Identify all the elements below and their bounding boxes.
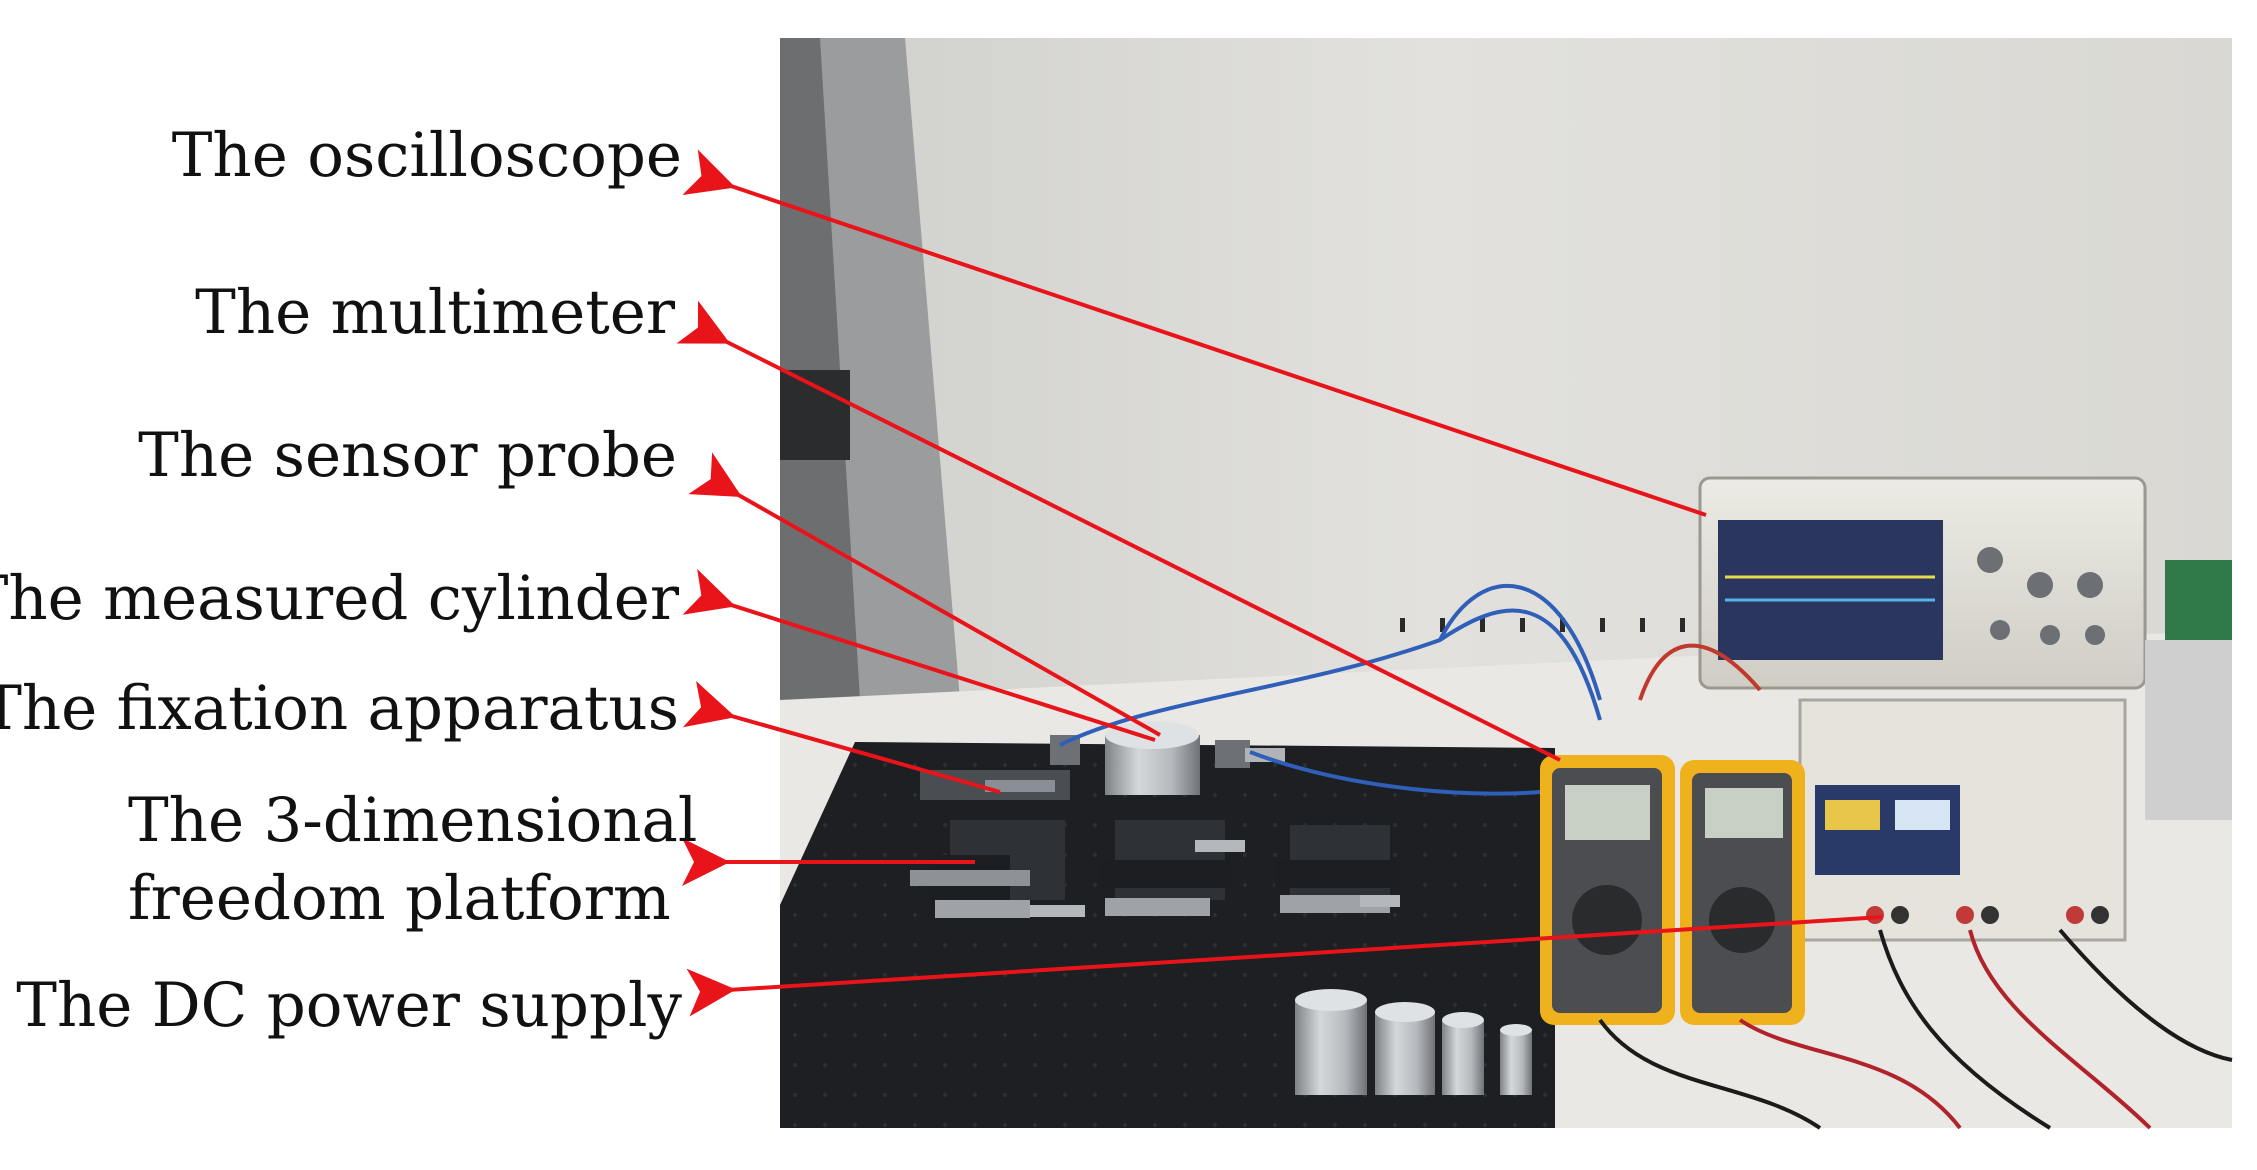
arrow-multimeter <box>676 300 1561 762</box>
oscilloscope-device <box>1698 476 2147 690</box>
optical-breadboard <box>780 742 1555 1128</box>
spare-cylinders <box>1295 989 1532 1095</box>
label-measured-cylinder: The measured cylinder <box>0 563 679 634</box>
label-sensor-probe: The sensor probe <box>138 420 677 491</box>
label-oscilloscope: The oscilloscope <box>171 120 682 191</box>
label-fixation-apparatus: The fixation apparatus <box>0 673 679 744</box>
probe-cables <box>1059 584 1602 796</box>
label-freedom-platform-line2: freedom platform <box>128 863 671 934</box>
test-leads <box>1598 643 2233 1130</box>
annotation-arrows <box>676 149 1883 1017</box>
label-freedom-platform-line1: The 3-dimensional <box>128 785 698 856</box>
dc-power-supply-device <box>1798 698 2127 942</box>
arrow-measured-cylinder <box>682 568 1156 742</box>
right-side-equipment <box>2145 560 2232 820</box>
arrow-sensor-probe <box>688 452 1161 737</box>
label-dc-power-supply: The DC power supply <box>16 970 682 1041</box>
label-multimeter: The multimeter <box>195 277 675 348</box>
multimeters <box>1540 755 1805 1025</box>
freedom-platforms <box>910 820 1400 918</box>
measured-cylinder <box>1105 721 1200 795</box>
arrow-oscilloscope <box>682 149 1707 517</box>
arrow-dc-power-supply <box>686 915 1883 1017</box>
arrow-fixation-apparatus <box>682 681 1001 794</box>
